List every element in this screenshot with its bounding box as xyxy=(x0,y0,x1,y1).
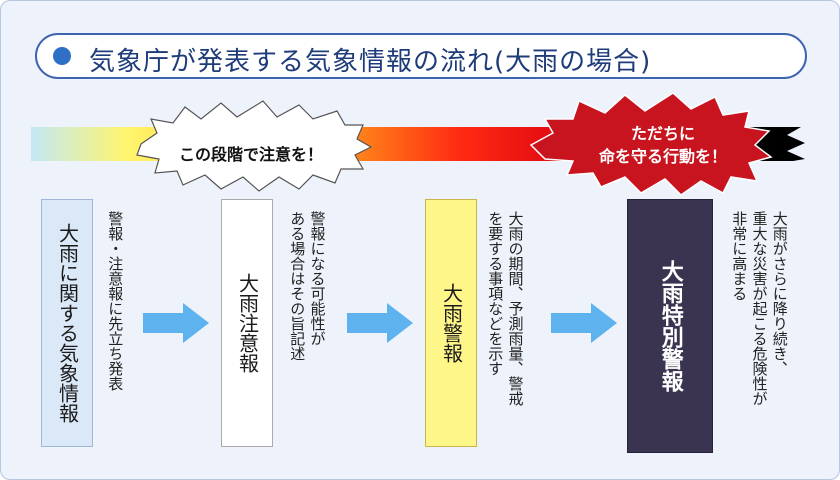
left-burst xyxy=(136,100,373,192)
stage-description: 大雨がさらに降り続き、 重大な災害が起こる危険性が 非常に高まる xyxy=(730,211,789,406)
right-burst xyxy=(529,92,773,196)
stage-box-weather-info: 大雨に関する気象情報 xyxy=(41,199,93,447)
stage-label: 大雨特別警報 xyxy=(657,260,683,392)
stage-label: 大雨に関する気象情報 xyxy=(55,223,80,423)
left-callout-text: この段階で注意を！ xyxy=(178,145,323,164)
stage-label: 大雨注意報 xyxy=(235,273,260,373)
right-arrow-icon xyxy=(347,303,413,343)
stage-description: 大雨の期間、予測雨量、警戒 を要する事項などを示す xyxy=(486,211,525,406)
stage-description: 警報になる可能性が ある場合はその旨記述 xyxy=(288,211,327,361)
stage-box-warning: 大雨警報 xyxy=(425,199,477,447)
right-arrow-icon xyxy=(143,303,209,343)
right-arrow-icon xyxy=(551,303,617,343)
bullet-dot-icon xyxy=(53,47,71,65)
stage-label: 大雨警報 xyxy=(439,283,464,363)
stage-box-emergency-warning: 大雨特別警報 xyxy=(627,199,713,453)
right-callout: ただちに 命を守る行動を！ xyxy=(573,122,753,168)
stage-box-advisory: 大雨注意報 xyxy=(221,199,273,447)
right-callout-line2: 命を守る行動を！ xyxy=(598,147,727,167)
right-callout-line1: ただちに xyxy=(630,124,695,143)
stage-description: 警報・注意報に先立ち発表 xyxy=(106,211,125,391)
page-title: 気象庁が発表する気象情報の流れ(大雨の場合) xyxy=(89,47,652,77)
band-jagged-end xyxy=(771,127,805,161)
title-banner: 気象庁が発表する気象情報の流れ(大雨の場合) xyxy=(35,33,807,79)
severity-band xyxy=(31,92,805,196)
